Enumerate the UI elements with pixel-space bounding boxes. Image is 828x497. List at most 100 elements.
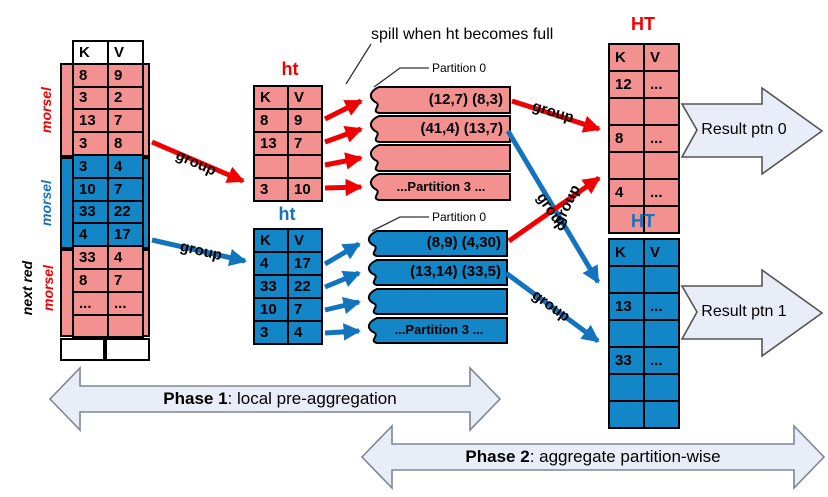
cell: 4 xyxy=(107,245,144,270)
cell xyxy=(643,265,680,294)
phase1-description: : local pre-aggregation xyxy=(227,389,397,408)
cell: 9 xyxy=(287,108,323,133)
spill-arrow-blue xyxy=(324,323,361,341)
cell: 8 xyxy=(107,131,144,156)
cell xyxy=(608,151,645,180)
cell xyxy=(107,313,144,339)
cell: 4 xyxy=(287,320,323,345)
spill-arrow-blue xyxy=(324,270,361,290)
cell: 7 xyxy=(107,176,144,202)
spill-arrow-blue xyxy=(324,297,361,315)
group-label: group xyxy=(528,286,574,326)
spill-arrow-red xyxy=(323,98,363,122)
cell: 33 xyxy=(72,199,109,225)
next-red-label: next red xyxy=(19,260,35,316)
cell: 8 xyxy=(253,108,289,133)
column-header-k: K xyxy=(253,228,289,253)
cell xyxy=(608,319,645,348)
group-label: group xyxy=(178,237,224,265)
spill-arrow-red xyxy=(324,152,363,170)
spill-arrow-red xyxy=(324,178,363,197)
cell: 3 xyxy=(253,320,289,345)
cell: 33 xyxy=(253,274,289,299)
morsel-label-red-2: morsel xyxy=(40,265,56,311)
group-label: group xyxy=(173,146,219,180)
spill-callout-line xyxy=(345,43,372,85)
phase2-title: Phase 2 xyxy=(465,447,530,466)
cell xyxy=(608,400,645,429)
cell: 4 xyxy=(72,222,109,248)
cell: 3 xyxy=(72,153,109,179)
cell: 33 xyxy=(608,346,645,375)
cell: 17 xyxy=(107,222,144,248)
cell: 13 xyxy=(72,108,109,134)
cell xyxy=(643,400,680,429)
cell: 9 xyxy=(107,62,144,88)
spill-annotation: spill when ht becomes full xyxy=(371,26,554,43)
result-ptn0-label: Result ptn 0 xyxy=(701,121,787,138)
morsel-label-red-1: morsel xyxy=(38,87,54,133)
cell: ... xyxy=(72,290,109,316)
cell: ... xyxy=(643,70,680,99)
cell: ... xyxy=(643,178,680,207)
HT-blue-title: HT xyxy=(631,211,655,231)
cell: 22 xyxy=(107,199,144,225)
column-header-v: V xyxy=(287,85,323,110)
column-header-v: V xyxy=(643,238,680,267)
cell: 7 xyxy=(287,131,323,156)
column-header-v: V xyxy=(287,228,323,253)
empty-slot-cell xyxy=(60,338,105,361)
cell: 33 xyxy=(72,245,109,270)
partition0-blue-label: Partition 0 xyxy=(432,210,487,224)
cell: 13 xyxy=(253,131,289,156)
cell: 10 xyxy=(287,177,323,202)
cell xyxy=(608,205,645,234)
column-header-v: V xyxy=(107,40,144,65)
cell xyxy=(608,265,645,294)
cell: ... xyxy=(643,124,680,153)
cell xyxy=(253,154,289,179)
cell xyxy=(287,154,323,179)
cell: 10 xyxy=(72,176,109,202)
cell: 10 xyxy=(253,297,289,322)
column-header-k: K xyxy=(253,85,289,110)
partition0-pink-callout-line xyxy=(373,67,429,88)
buffer-tuples: (12,7) (8,3) xyxy=(428,91,503,108)
cell xyxy=(608,373,645,402)
cell: 4 xyxy=(253,251,289,276)
cell: 2 xyxy=(107,85,144,111)
column-header-k: K xyxy=(608,43,645,72)
cell: ... xyxy=(643,346,680,375)
spill-arrow-red xyxy=(324,126,363,145)
cell xyxy=(643,373,680,402)
cell: 3 xyxy=(72,85,109,111)
cell: 3 xyxy=(72,131,109,156)
cell: 12 xyxy=(608,70,645,99)
buffer-tuples: (8,9) (4,30) xyxy=(426,234,501,251)
cell: 4 xyxy=(107,153,144,179)
cell: 4 xyxy=(608,178,645,207)
cell: 17 xyxy=(287,251,323,276)
morsel-label-blue: morsel xyxy=(38,180,54,226)
spill-arrow-blue xyxy=(323,241,361,267)
spill-buffer-pink-2 xyxy=(369,144,511,172)
cell: ... xyxy=(643,292,680,321)
cell: 7 xyxy=(107,267,144,293)
phase2-label: Phase 2: aggregate partition-wise xyxy=(402,447,784,467)
result-ptn1-label: Result ptn 1 xyxy=(701,303,787,320)
partition0-blue-callout-line xyxy=(371,216,429,232)
column-header-k: K xyxy=(72,40,109,65)
spill-buffer-blue-2 xyxy=(367,288,508,315)
buffer-partition3-label: ...Partition 3 ... xyxy=(396,179,486,194)
cell: ... xyxy=(107,290,144,316)
cell: 8 xyxy=(72,62,109,88)
cell: 8 xyxy=(608,124,645,153)
cell: 13 xyxy=(608,292,645,321)
ht-pink-title: ht xyxy=(281,59,299,79)
cell: 7 xyxy=(107,108,144,134)
